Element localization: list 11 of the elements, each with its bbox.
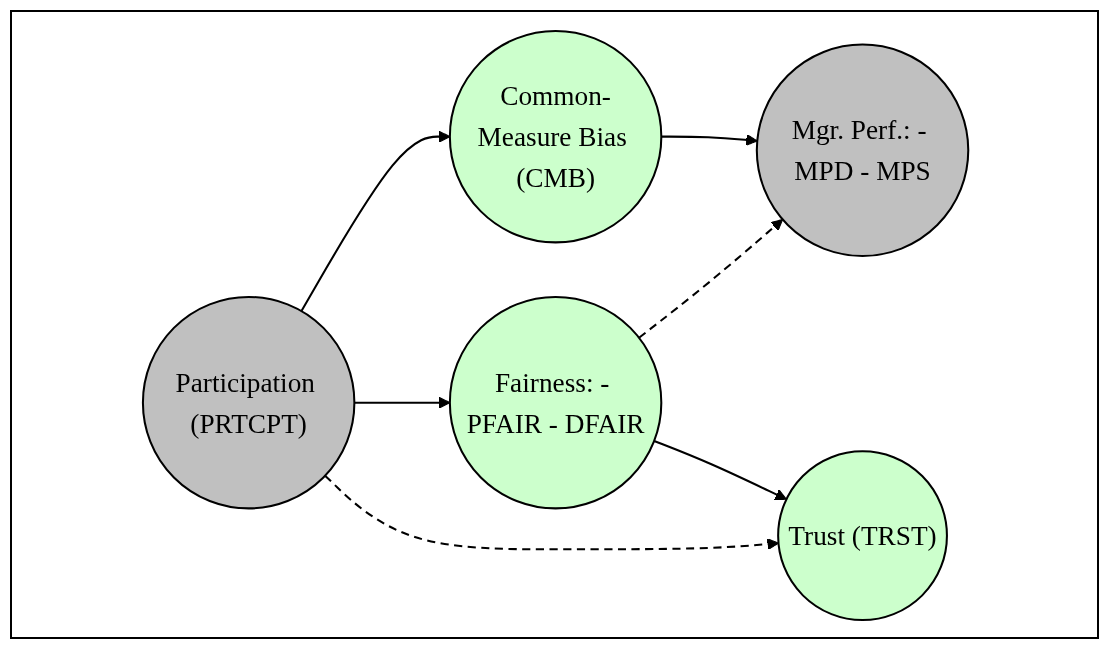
arrow [354, 396, 451, 409]
node-circle: Trust (TRST) [777, 450, 948, 622]
node-circle: Common-Measure Bias (CMB) [448, 29, 663, 244]
arrow [653, 440, 787, 501]
node-circle: Participation (PRTCPT) [141, 295, 356, 510]
arrow [300, 130, 451, 312]
arrow [324, 474, 779, 551]
arrow [661, 133, 758, 146]
arrow [638, 219, 784, 339]
node-circle: Mgr. Perf.: - MPD - MPS [755, 43, 970, 258]
node-circle: Fairness: - PFAIR - DFAIR [448, 295, 663, 510]
